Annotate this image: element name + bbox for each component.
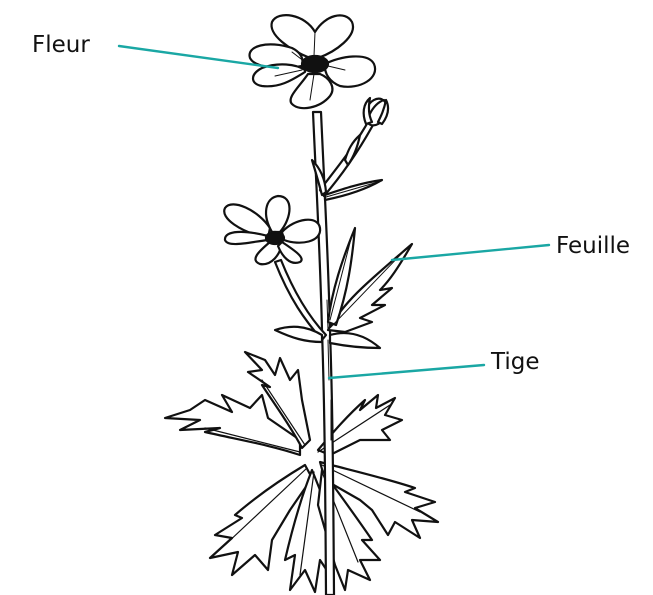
basal-leaves <box>165 352 438 592</box>
flower-top <box>250 15 376 108</box>
lower-petal-right <box>282 220 320 243</box>
top-flower-center <box>302 56 328 72</box>
leader-line-stem <box>329 365 484 378</box>
plant-illustration <box>165 15 438 595</box>
leader-line-leaf <box>392 245 549 260</box>
lower-petal-top <box>266 196 289 232</box>
leaf-label: Feuille <box>556 235 630 258</box>
lower-petal-front-left <box>225 232 268 244</box>
flower-bud <box>361 95 391 129</box>
flower-lower <box>224 196 320 264</box>
stem-leaf-junction-right <box>330 333 380 348</box>
top-petal-right <box>325 56 375 86</box>
lower-flower-center <box>266 232 284 244</box>
flower-label: Fleur <box>32 34 90 57</box>
stem-label: Tige <box>491 351 539 374</box>
